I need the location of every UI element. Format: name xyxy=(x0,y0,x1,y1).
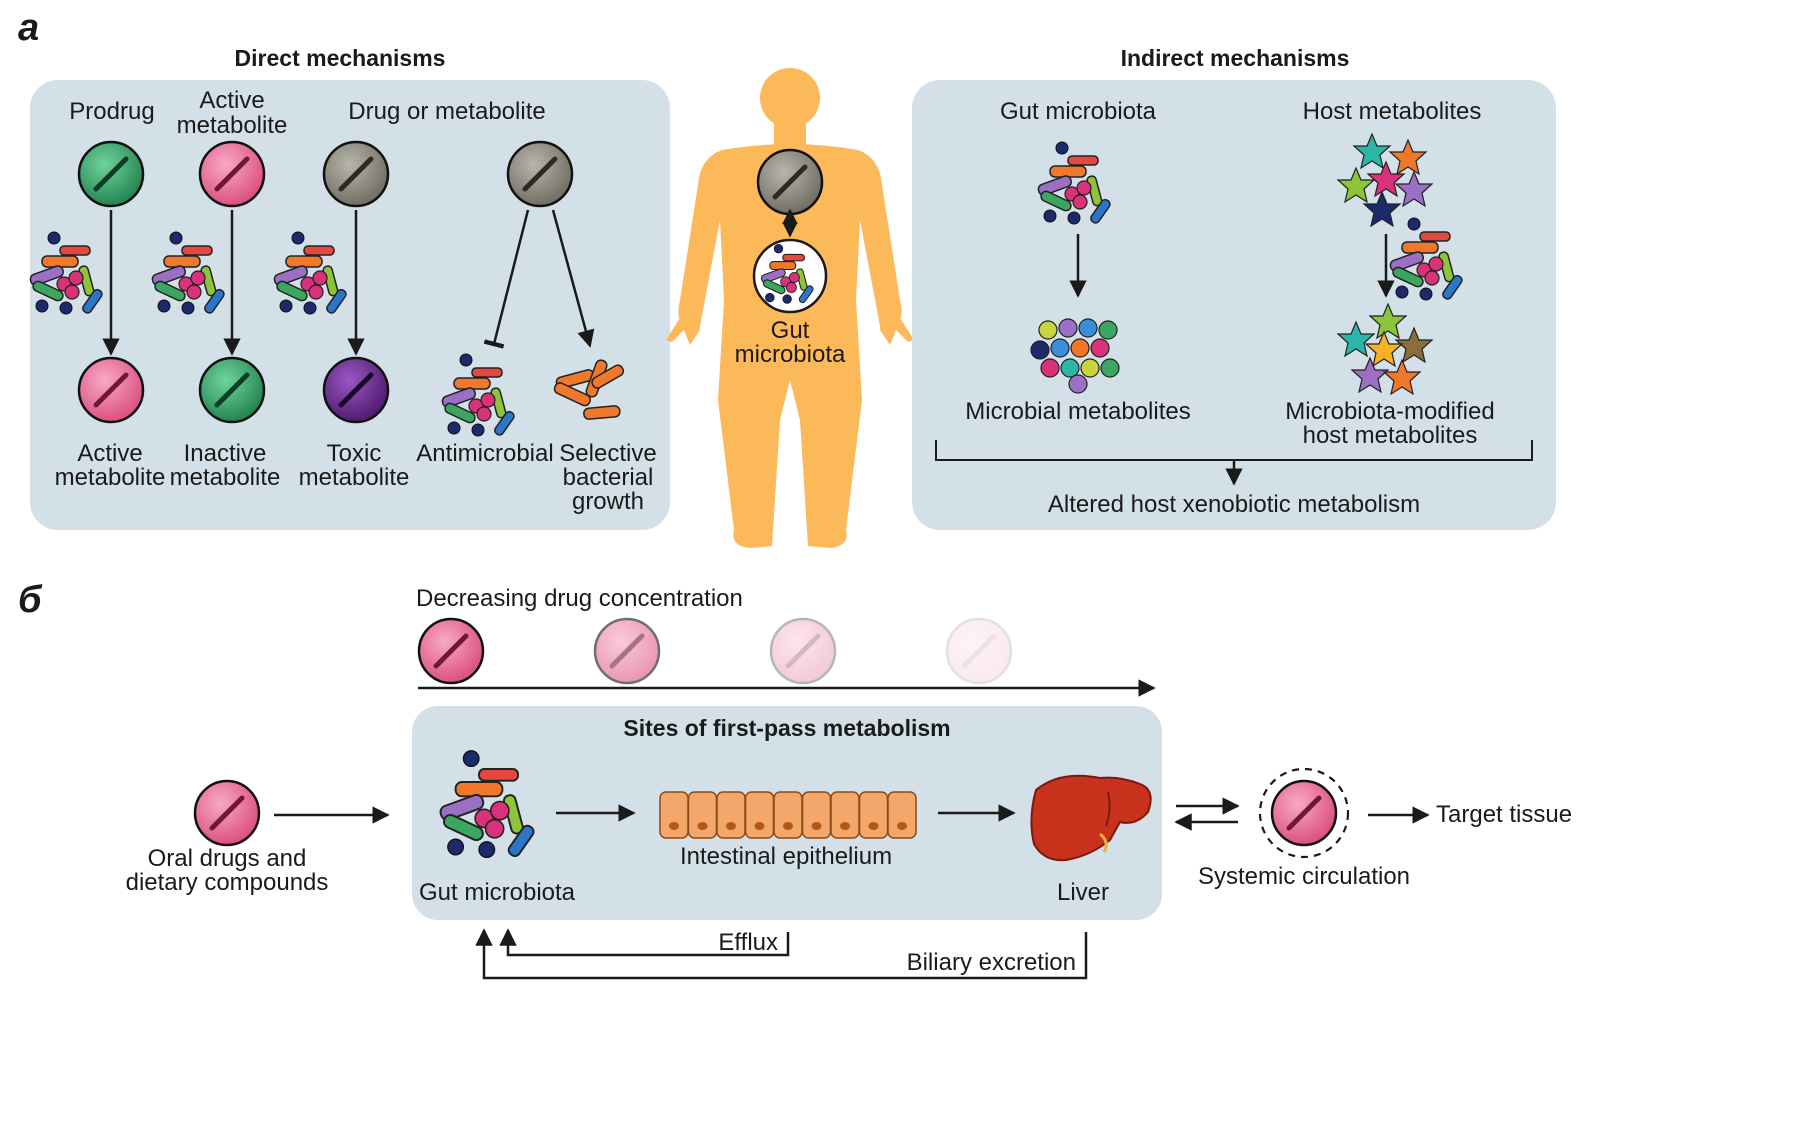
microbial-metabolites-icon xyxy=(1030,318,1120,394)
concentration-pill xyxy=(419,619,483,683)
epithelial-cell xyxy=(687,791,718,839)
label-target-tissue: Target tissue xyxy=(1436,801,1572,828)
label-host-metabolites: Host metabolites xyxy=(1303,98,1482,125)
indirect-mechanisms-header: Indirect mechanisms xyxy=(1121,45,1350,71)
oral-drug-pill xyxy=(195,781,259,845)
label-systemic-circulation: Systemic circulation xyxy=(1198,863,1410,890)
epithelial-cell-nucleus xyxy=(726,822,736,830)
epithelial-cell xyxy=(858,791,889,839)
outcome-toxic-1: Toxic xyxy=(327,440,382,467)
label-prodrug: Prodrug xyxy=(69,98,154,125)
biliary-excretion-path xyxy=(475,928,1088,980)
label-gut-microbiota: Gut microbiota xyxy=(1000,98,1157,125)
concentration-pill xyxy=(595,619,659,683)
efflux-path xyxy=(499,928,790,957)
outcome-toxic-2: metabolite xyxy=(299,464,410,491)
label-drug-or-metabolite: Drug or metabolite xyxy=(348,98,545,125)
pill-inactive-result xyxy=(200,358,264,422)
panel-a-letter: а xyxy=(18,7,39,49)
epithelial-cell xyxy=(801,791,832,839)
label-biliary-excretion: Biliary excretion xyxy=(907,949,1076,976)
epithelial-cell-nucleus xyxy=(783,822,793,830)
pill-drug-1 xyxy=(324,142,388,206)
body-gut-label-1: Gut xyxy=(771,317,810,344)
pill-active-result xyxy=(79,358,143,422)
concentration-pill xyxy=(947,619,1011,683)
outcome-antimicrobial: Antimicrobial xyxy=(416,440,553,467)
label-active-1: Active xyxy=(199,87,264,114)
pill-drug-2 xyxy=(508,142,572,206)
label-modified-host-1: Microbiota-modified xyxy=(1285,398,1494,425)
epithelial-cell-nucleus xyxy=(840,822,850,830)
epithelial-cell-nucleus xyxy=(811,822,822,830)
body-gut-label-2: microbiota xyxy=(735,341,846,368)
label-efflux: Efflux xyxy=(718,929,778,956)
pill-prodrug xyxy=(79,142,143,206)
label-active-2: metabolite xyxy=(177,112,288,139)
pill-active-metabolite xyxy=(200,142,264,206)
arrow-selective-growth xyxy=(551,209,595,348)
epithelial-cell-nucleus xyxy=(669,822,679,830)
label-liver: Liver xyxy=(1057,879,1109,906)
epithelial-cell xyxy=(744,791,775,839)
inhibit-antimicrobial xyxy=(483,209,530,349)
selective-growth-bacteria-icon xyxy=(553,359,625,420)
first-pass-header: Sites of first-pass metabolism xyxy=(623,715,950,741)
concentration-pills xyxy=(419,619,1011,683)
liver-icon xyxy=(1030,774,1152,862)
label-first-pass-gut: Gut microbiota xyxy=(419,879,576,906)
epithelial-cell xyxy=(830,791,860,839)
outcome-active-1: Active xyxy=(77,440,142,467)
label-oral-1: Oral drugs and xyxy=(148,845,307,872)
outcome-active-2: metabolite xyxy=(55,464,166,491)
epithelial-cell-nucleus xyxy=(754,822,765,830)
human-body-figure xyxy=(666,68,914,548)
epithelial-cell xyxy=(887,791,917,839)
systemic-pill xyxy=(1272,781,1336,845)
epithelial-cell xyxy=(773,791,803,839)
epithelial-cell-nucleus xyxy=(697,822,708,830)
outcome-inactive-2: metabolite xyxy=(170,464,281,491)
panel-b-letter: б xyxy=(18,579,43,621)
outcome-selective-3: growth xyxy=(572,488,644,515)
outcome-selective-1: Selective xyxy=(559,440,656,467)
epithelial-cell xyxy=(659,791,689,839)
concentration-pill xyxy=(771,619,835,683)
outcome-inactive-1: Inactive xyxy=(184,440,267,467)
epithelial-cell-nucleus xyxy=(868,822,879,830)
pill-toxic-result xyxy=(324,358,388,422)
epithelial-cell-nucleus xyxy=(897,822,907,830)
systemic-circulation-ring xyxy=(1258,767,1350,859)
direct-mechanisms-header: Direct mechanisms xyxy=(235,45,446,71)
body-pill xyxy=(758,150,822,214)
label-decreasing-concentration: Decreasing drug concentration xyxy=(416,585,743,612)
epithelial-cell xyxy=(716,791,746,839)
label-modified-host-2: host metabolites xyxy=(1303,422,1478,449)
intestinal-epithelium-icon xyxy=(659,791,917,839)
label-intestinal-epithelium: Intestinal epithelium xyxy=(680,843,892,870)
outcome-selective-2: bacterial xyxy=(563,464,654,491)
label-oral-2: dietary compounds xyxy=(126,869,329,896)
label-altered-metabolism: Altered host xenobiotic metabolism xyxy=(1048,491,1420,518)
label-microbial-metabolites: Microbial metabolites xyxy=(965,398,1190,425)
